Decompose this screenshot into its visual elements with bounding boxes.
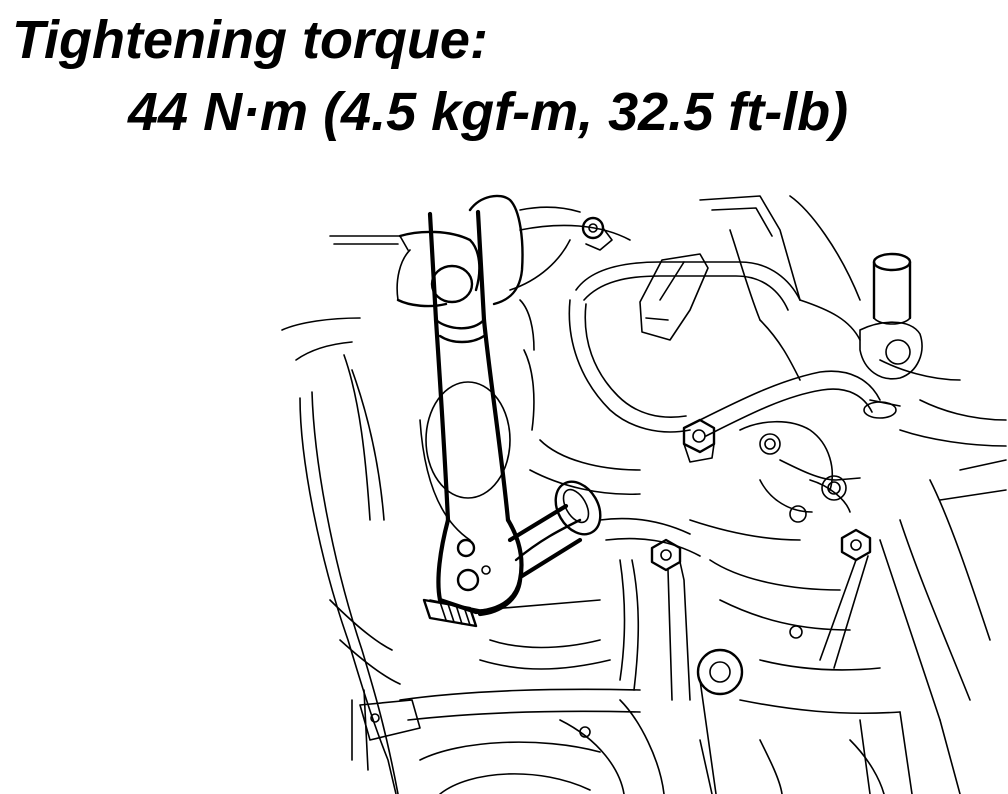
transmission-case xyxy=(281,317,717,794)
torque-title: Tightening torque: xyxy=(12,10,488,70)
torque-value: 44 N·m (4.5 kgf-m, 32.5 ft-lb) xyxy=(128,82,849,142)
housing xyxy=(329,206,701,691)
mount-post xyxy=(859,252,923,419)
nut xyxy=(682,418,716,463)
washer xyxy=(696,648,744,696)
torque-wrench xyxy=(396,194,602,628)
mount-bracket xyxy=(568,195,1007,794)
nut xyxy=(581,216,613,251)
nut xyxy=(650,538,691,701)
nut xyxy=(819,528,872,669)
